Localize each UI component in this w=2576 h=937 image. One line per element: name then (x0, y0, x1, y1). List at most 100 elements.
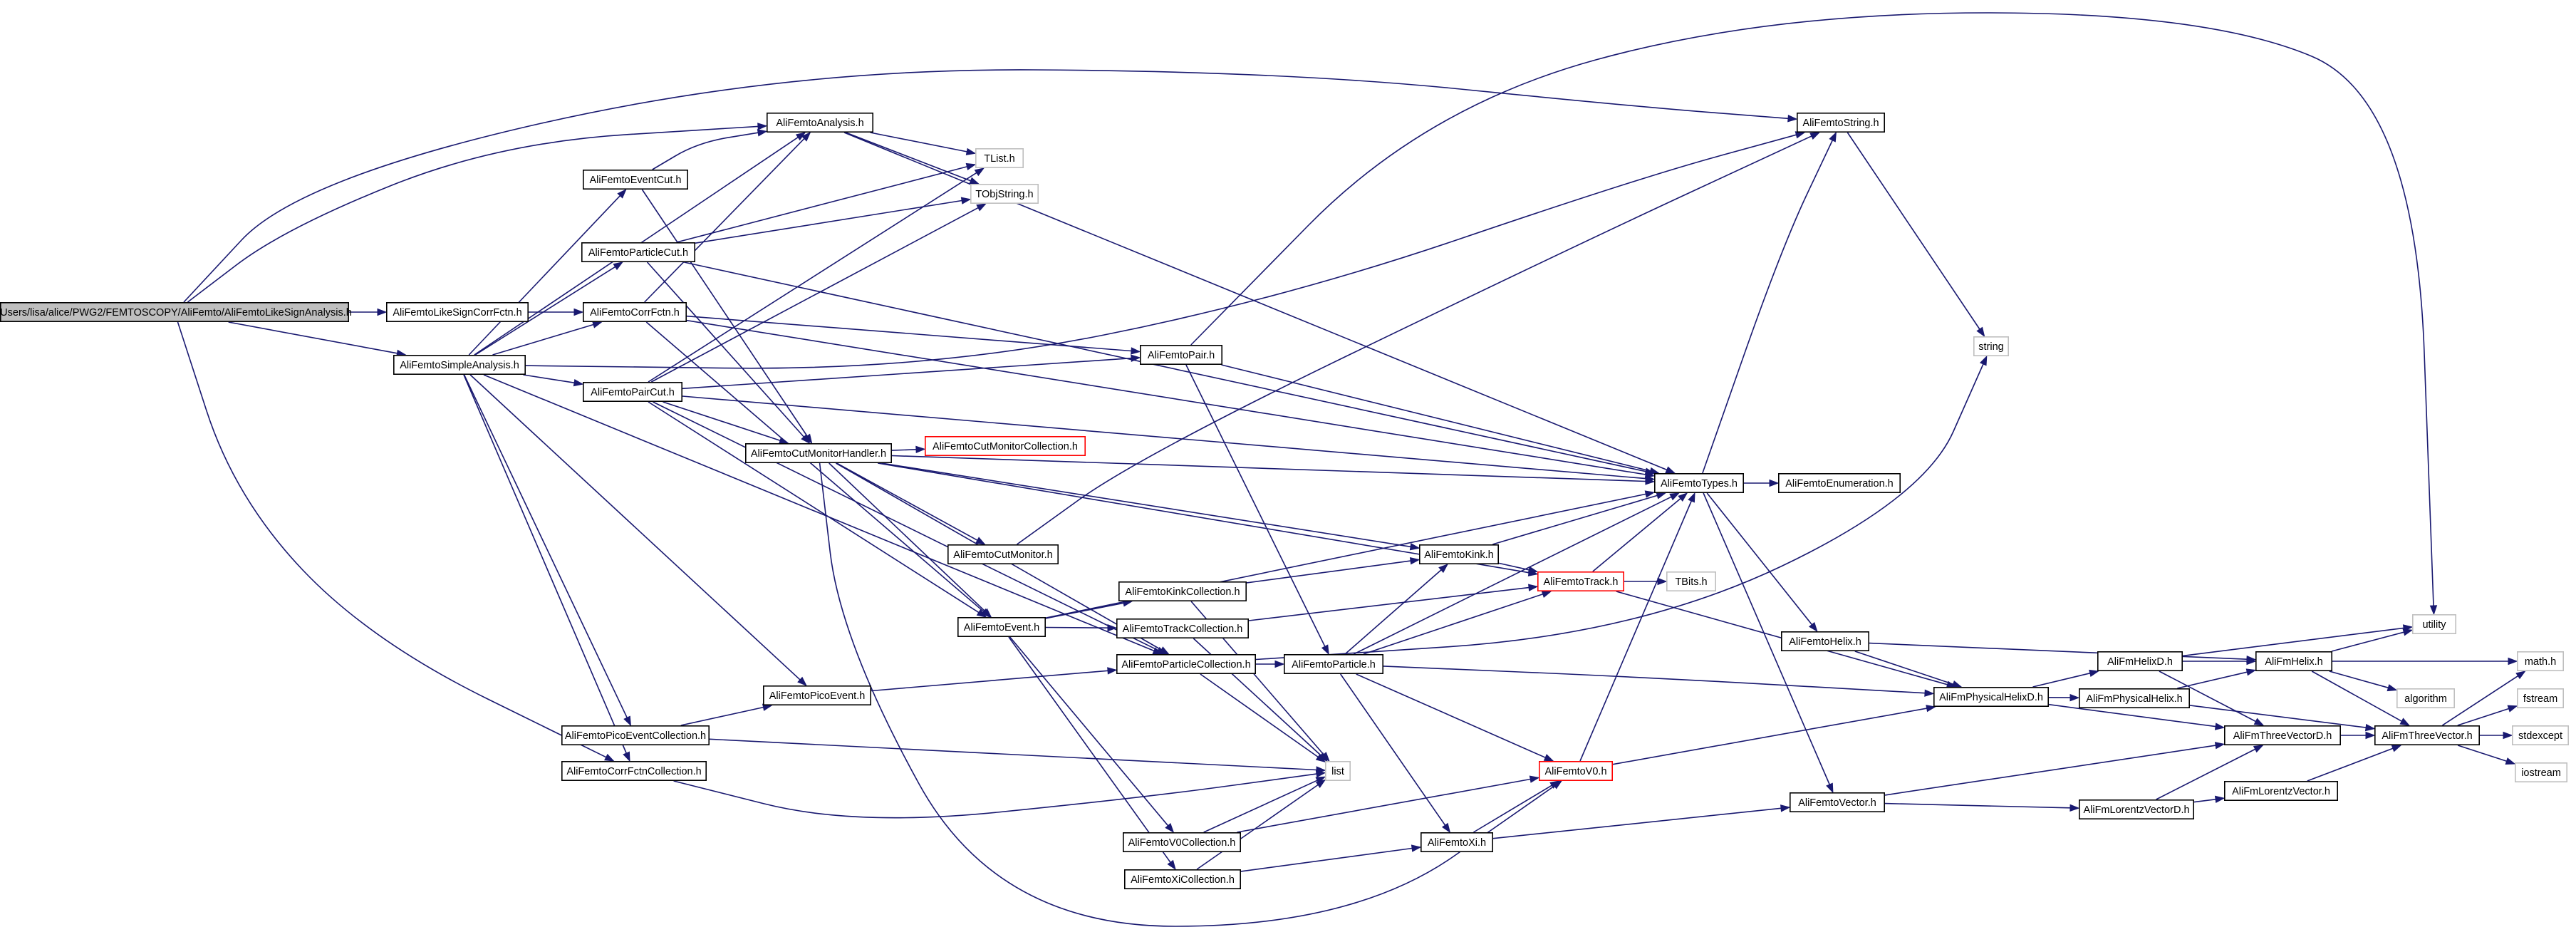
node-cutmon[interactable]: AliFemtoCutMonitor.h (947, 544, 1059, 564)
node-partcut[interactable]: AliFemtoParticleCut.h (581, 242, 695, 262)
edge-v0coll-to-list (1203, 776, 1326, 833)
node-string[interactable]: string (1973, 336, 2010, 356)
edge-simple-to-picoeventcoll (463, 374, 632, 727)
edge-line (652, 132, 759, 170)
node-lorentzd[interactable]: AliFmLorentzVectorD.h (2079, 799, 2195, 820)
node-trackcoll[interactable]: AliFemtoTrackCollection.h (1116, 618, 1250, 638)
arrowhead (2402, 628, 2414, 636)
node-femstring[interactable]: AliFemtoString.h (1797, 113, 1886, 133)
edge-kink-to-types (1492, 492, 1667, 545)
edge-kink-to-track (1498, 562, 1539, 574)
edge-line (2457, 745, 2507, 762)
node-kink[interactable]: AliFemtoKink.h (1419, 544, 1500, 564)
node-box (1537, 571, 1625, 591)
node-root[interactable]: /Users/lisa/alice/PWG2/FEMTOSCOPY/AliFem… (0, 301, 352, 322)
node-femvector[interactable]: AliFemtoVector.h (1790, 792, 1886, 813)
node-label: /Users/lisa/alice/PWG2/FEMTOSCOPY/AliFem… (0, 307, 352, 319)
node-threevec[interactable]: AliFmThreeVector.h (2374, 725, 2481, 745)
node-iostream[interactable]: iostream (2515, 762, 2568, 783)
arrowhead (801, 131, 811, 142)
node-paircut[interactable]: AliFemtoPairCut.h (582, 381, 682, 402)
arrowhead (1951, 680, 1963, 688)
node-label: AliFemtoPairCut.h (591, 387, 675, 398)
node-picoevent[interactable]: AliFemtoPicoEvent.h (763, 685, 872, 705)
node-tlist[interactable]: TList.h (975, 148, 1024, 169)
edge-line (682, 357, 1132, 390)
node-types[interactable]: AliFemtoTypes.h (1654, 472, 1745, 493)
arrowhead (2365, 731, 2376, 740)
node-analysis[interactable]: AliFemtoAnalysis.h (767, 113, 874, 133)
arrowhead (915, 445, 926, 454)
node-partcoll[interactable]: AliFemtoParticleCollection.h (1116, 653, 1257, 674)
edge-femvector-to-lorentzd (1884, 802, 2080, 812)
node-list[interactable]: list (1325, 761, 1351, 782)
node-label: AliFemtoXi.h (1428, 837, 1486, 849)
node-corrfctn[interactable]: AliFemtoCorrFctn.h (582, 301, 687, 322)
node-track[interactable]: AliFemtoTrack.h (1537, 571, 1625, 591)
node-algorithm[interactable]: algorithm (2396, 688, 2456, 708)
node-tobjstring[interactable]: TObjString.h (970, 183, 1039, 204)
node-fstream[interactable]: fstream (2517, 688, 2565, 708)
edge-line (1344, 569, 1442, 655)
arrowhead (1131, 347, 1141, 355)
node-helixd[interactable]: AliFmHelixD.h (2097, 651, 2183, 671)
edge-corrfctn-to-pair (686, 315, 1141, 355)
edge-root-to-likesigncf (349, 308, 388, 316)
node-threevecd[interactable]: AliFmThreeVectorD.h (2224, 725, 2342, 745)
edge-line (1185, 364, 1326, 647)
node-box (561, 761, 707, 782)
arrowhead (965, 162, 977, 171)
node-physhelixd[interactable]: AliFmPhysicalHelixD.h (1933, 686, 2050, 707)
node-stdexcept[interactable]: stdexcept (2512, 725, 2570, 745)
node-event[interactable]: AliFemtoEvent.h (957, 616, 1046, 637)
node-cutmoncoll[interactable]: AliFemtoCutMonitorCollection.h (925, 435, 1086, 456)
node-particle[interactable]: AliFemtoParticle.h (1284, 653, 1384, 674)
node-picoeventcoll[interactable]: AliFemtoPicoEventCollection.h (561, 725, 710, 745)
node-utility[interactable]: utility (2412, 614, 2457, 634)
node-box (2097, 651, 2183, 671)
arrowhead (2364, 723, 2376, 732)
node-box (2224, 781, 2339, 802)
arrowhead (982, 608, 992, 618)
node-xi[interactable]: AliFemtoXi.h (1421, 832, 1494, 853)
edge-analysis-to-tlist (870, 132, 977, 155)
node-xicoll[interactable]: AliFemtoXiCollection.h (1124, 869, 1242, 890)
node-enumeration[interactable]: AliFemtoEnumeration.h (1778, 472, 1901, 493)
node-box (582, 170, 688, 190)
node-corrfctncoll[interactable]: AliFemtoCorrFctnCollection.h (561, 761, 707, 782)
arrowhead (592, 321, 603, 328)
node-femhelix[interactable]: AliFemtoHelix.h (1781, 631, 1870, 651)
edge-root-to-simple (228, 321, 407, 357)
edge-line (881, 462, 1411, 548)
node-lorentz[interactable]: AliFmLorentzVector.h (2224, 781, 2339, 802)
edge-line (2032, 673, 2090, 688)
node-box (1778, 472, 1901, 493)
node-pair[interactable]: AliFemtoPair.h (1140, 344, 1223, 365)
node-simple[interactable]: AliFemtoSimpleAnalysis.h (393, 354, 526, 375)
node-label: AliFemtoV0.h (1544, 766, 1606, 777)
node-helix[interactable]: AliFmHelix.h (2255, 651, 2333, 671)
edge-line (709, 738, 1317, 771)
node-label: AliFemtoCorrFctn.h (590, 307, 680, 319)
edge-paircut-to-pair (682, 354, 1141, 390)
node-box (925, 435, 1086, 456)
arrowhead (623, 751, 630, 762)
node-box (0, 301, 349, 322)
node-eventcut[interactable]: AliFemtoEventCut.h (582, 170, 688, 190)
node-math[interactable]: math.h (2517, 651, 2565, 671)
node-tbits[interactable]: TBits.h (1666, 571, 1717, 591)
node-v0[interactable]: AliFemtoV0.h (1539, 761, 1614, 782)
edge-line (1045, 602, 1124, 619)
edge-paircut-to-event (648, 401, 987, 618)
edge-line (650, 207, 979, 383)
node-label: AliFemtoKink.h (1424, 549, 1494, 561)
node-cutmonhandler[interactable]: AliFemtoCutMonitorHandler.h (745, 442, 893, 463)
edge-line (1255, 363, 1984, 661)
node-kinkcoll[interactable]: AliFemtoKinkCollection.h (1118, 581, 1247, 601)
node-v0coll[interactable]: AliFemtoV0Collection.h (1123, 832, 1242, 853)
node-likesigncf[interactable]: AliFemtoLikeSignCorrFctn.h (385, 301, 529, 322)
node-physhelix[interactable]: AliFmPhysicalHelix.h (2079, 688, 2191, 708)
node-label: AliFmPhysicalHelixD.h (1939, 692, 2043, 703)
edge-line (483, 374, 1155, 652)
node-box (1797, 113, 1886, 133)
